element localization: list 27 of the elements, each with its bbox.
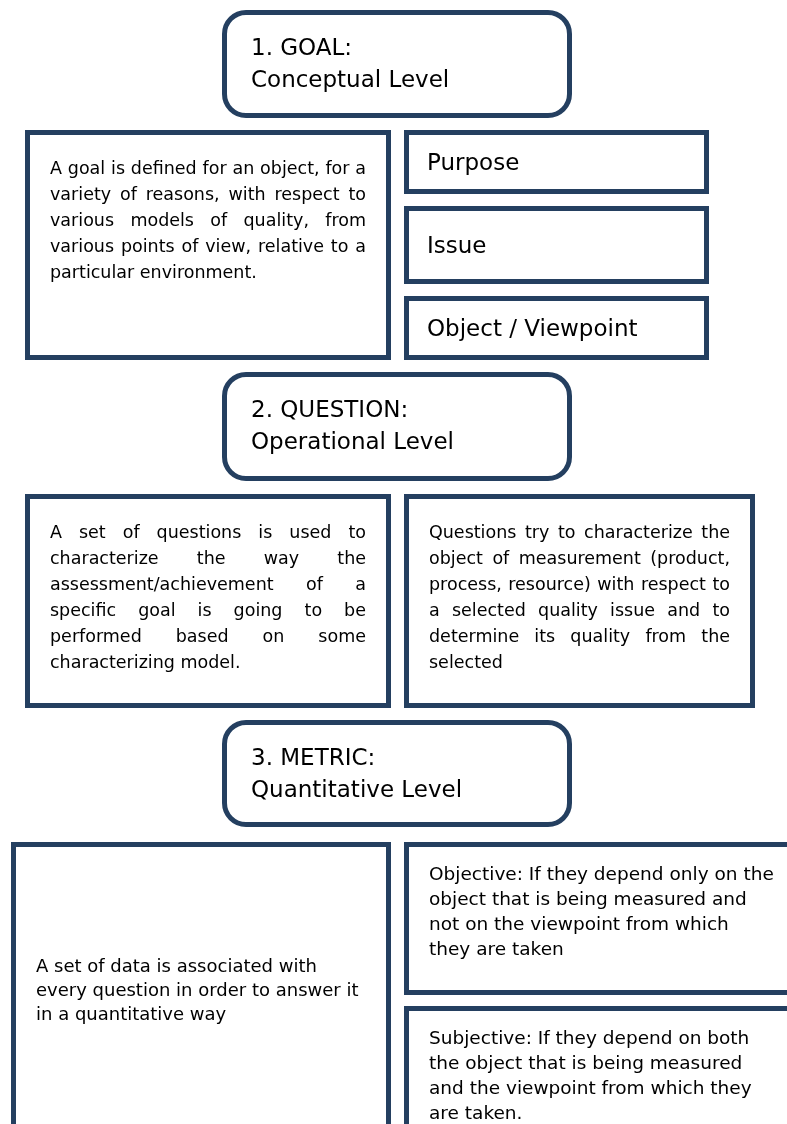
description-text: Objective: If they depend only on the object that is being measured and not on the viewpoint from which they are taken — [429, 862, 774, 961]
description-box — [25, 130, 391, 360]
level-title: 2. QUESTION: — [251, 395, 410, 424]
aspect-box — [404, 130, 709, 194]
description-text: A set of data is associated with every question in order to answer it in a quantitative way — [36, 953, 360, 1026]
description-text: Questions try to characterize the object of measurement (product, process, resource) with respect to a selected quality issue and to determine its quality from the selected — [429, 521, 730, 674]
description-text: A goal is defined for an object, for a variety of reasons, with respect to various models of quality, from various points of view, relative to a particular environment. — [50, 157, 366, 284]
description-box — [11, 842, 391, 1124]
level-heading-box — [222, 372, 572, 481]
aspect-box — [404, 296, 709, 360]
level-heading-box — [222, 10, 572, 118]
description-text: A set of questions is used to characterize the way the assessment/achievement of a specific goal is going to be performed based on some characterizing model. — [50, 521, 366, 674]
aspect-box — [404, 206, 709, 284]
description-box — [25, 494, 391, 708]
description-text: Purpose — [427, 149, 520, 175]
description-text: Object / Viewpoint — [427, 315, 638, 341]
metric-type-box — [404, 1006, 787, 1124]
level-title: 1. GOAL: — [251, 33, 354, 62]
level-name: Conceptual Level — [251, 65, 451, 94]
level-name: Operational Level — [251, 427, 455, 456]
description-text: Issue — [427, 232, 487, 258]
metric-type-box — [404, 842, 787, 995]
level-heading-box — [222, 720, 572, 827]
level-title: 3. METRIC: — [251, 743, 377, 772]
description-box — [404, 494, 755, 708]
level-name: Quantitative Level — [251, 775, 464, 804]
description-text: Subjective: If they depend on both the object that is being measured and the viewpoint from which they are taken. — [429, 1026, 753, 1124]
